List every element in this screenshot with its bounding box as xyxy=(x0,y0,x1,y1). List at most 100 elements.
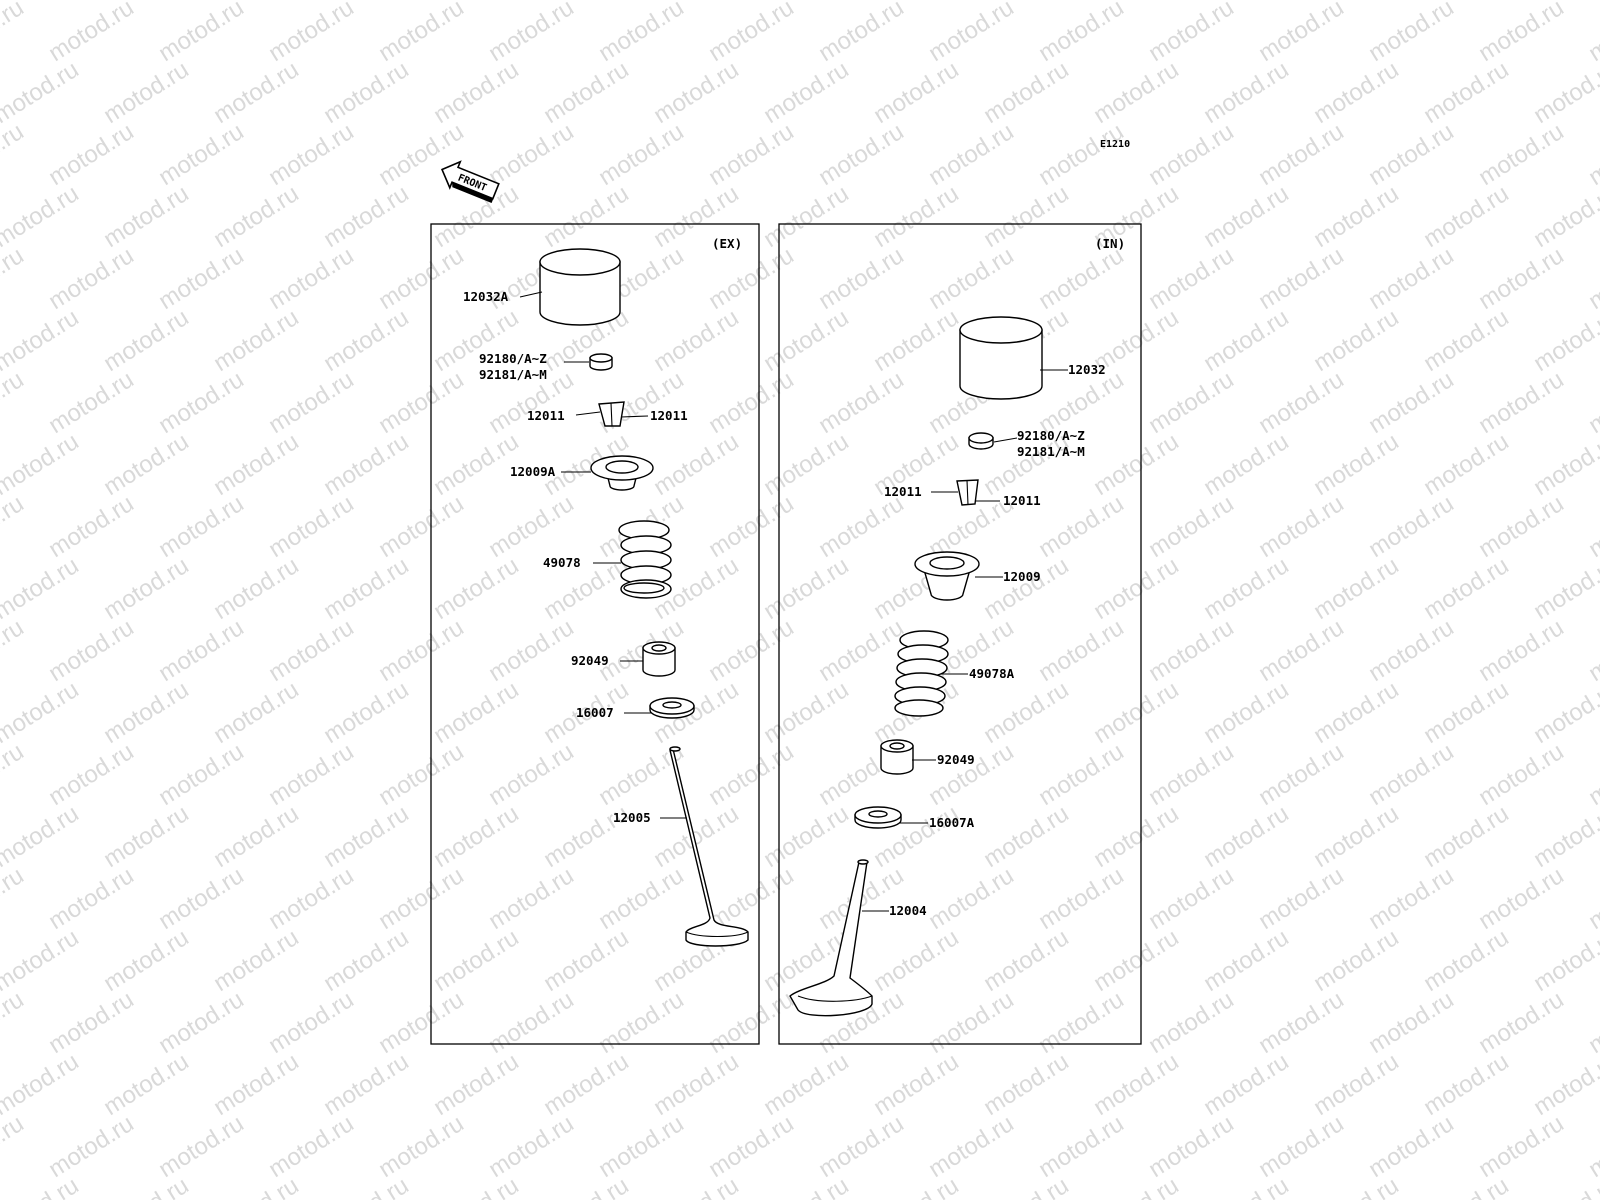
watermark-text: motod.ru xyxy=(814,0,909,67)
watermark-text: motod.ru xyxy=(704,490,799,563)
watermark-text: motod.ru xyxy=(0,0,29,67)
watermark-text: motod.ru xyxy=(1529,56,1600,129)
watermark-text: motod.ru xyxy=(319,304,414,377)
watermark-text: motod.ru xyxy=(649,304,744,377)
in-panel-frame xyxy=(778,223,1142,1045)
watermark-text: motod.ru xyxy=(979,676,1074,749)
watermark-text: motod.ru xyxy=(704,0,799,67)
watermark-text: motod.ru xyxy=(484,490,579,563)
watermark-text: motod.ru xyxy=(539,1048,634,1121)
watermark-text: motod.ru xyxy=(1309,1172,1404,1200)
watermark-text: motod.ru xyxy=(1584,242,1600,315)
watermark-text: motod.ru xyxy=(1474,490,1569,563)
watermark-text: motod.ru xyxy=(209,676,304,749)
watermark-text: motod.ru xyxy=(1584,986,1600,1059)
watermark-text: motod.ru xyxy=(704,738,799,811)
in-label-shim-1: 92180/A~Z xyxy=(1017,428,1085,443)
watermark-text: motod.ru xyxy=(319,1048,414,1121)
watermark-text: motod.ru xyxy=(1364,242,1459,315)
watermark-text: motod.ru xyxy=(1144,1110,1239,1183)
watermark-text: motod.ru xyxy=(1474,0,1569,67)
watermark-text: motod.ru xyxy=(1529,800,1600,873)
watermark-text: motod.ru xyxy=(1474,366,1569,439)
watermark-text: motod.ru xyxy=(1474,242,1569,315)
watermark-text: motod.ru xyxy=(429,552,524,625)
watermark-text: motod.ru xyxy=(1089,1048,1184,1121)
watermark-text: motod.ru xyxy=(814,242,909,315)
watermark-text: motod.ru xyxy=(1144,0,1239,67)
watermark-text: motod.ru xyxy=(539,1172,634,1200)
watermark-text: motod.ru xyxy=(1199,676,1294,749)
watermark-text: motod.ru xyxy=(1419,180,1514,253)
ex-label-collet-2: 12011 xyxy=(650,408,688,423)
watermark-text: motod.ru xyxy=(759,56,854,129)
watermark-text: motod.ru xyxy=(99,180,194,253)
ex-label-spring: 49078 xyxy=(543,555,581,570)
watermark-text: motod.ru xyxy=(1364,738,1459,811)
watermark-text: motod.ru xyxy=(1309,676,1404,749)
in-valve-collet xyxy=(956,479,979,506)
in-valve-spring xyxy=(894,630,949,717)
watermark-text: motod.ru xyxy=(924,862,1019,935)
watermark-text: motod.ru xyxy=(1199,56,1294,129)
watermark-text: motod.ru xyxy=(759,180,854,253)
watermark-text: motod.ru xyxy=(154,242,249,315)
watermark-text: motod.ru xyxy=(429,676,524,749)
watermark-text: motod.ru xyxy=(264,986,359,1059)
watermark-text: motod.ru xyxy=(1474,1110,1569,1183)
watermark-text: motod.ru xyxy=(1309,428,1404,501)
in-label-collet-2: 12011 xyxy=(1003,493,1041,508)
watermark-text: motod.ru xyxy=(1584,738,1600,811)
watermark-text: motod.ru xyxy=(1364,118,1459,191)
watermark-text: motod.ru xyxy=(44,614,139,687)
watermark-text: motod.ru xyxy=(429,924,524,997)
watermark-text: motod.ru xyxy=(319,924,414,997)
watermark-text: motod.ru xyxy=(1089,924,1184,997)
watermark-text: motod.ru xyxy=(539,924,634,997)
in-panel-tag: (IN) xyxy=(1095,236,1125,251)
watermark-text: motod.ru xyxy=(924,242,1019,315)
watermark-text: motod.ru xyxy=(154,1110,249,1183)
watermark-text: motod.ru xyxy=(1089,56,1184,129)
watermark-text: motod.ru xyxy=(979,180,1074,253)
watermark-text: motod.ru xyxy=(0,862,29,935)
watermark-text: motod.ru xyxy=(1584,862,1600,935)
intake-panel: (IN) 12032 92180/A~Z 92181/A~M 12011 120… xyxy=(778,223,1142,1045)
in-spring-seat xyxy=(854,806,902,829)
in-label-spring: 49078A xyxy=(969,666,1015,681)
watermark-text: motod.ru xyxy=(1254,490,1349,563)
watermark-text: motod.ru xyxy=(1034,242,1129,315)
watermark-text: motod.ru xyxy=(649,56,744,129)
watermark-text: motod.ru xyxy=(1309,800,1404,873)
watermark-text: motod.ru xyxy=(44,738,139,811)
watermark-text: motod.ru xyxy=(869,56,964,129)
watermark-text: motod.ru xyxy=(869,304,964,377)
watermark-text: motod.ru xyxy=(594,1110,689,1183)
watermark-text: motod.ru xyxy=(1529,552,1600,625)
watermark-text: motod.ru xyxy=(1199,1172,1294,1200)
watermark-text: motod.ru xyxy=(1529,1172,1600,1200)
watermark-text: motod.ru xyxy=(1309,56,1404,129)
watermark-text: motod.ru xyxy=(264,0,359,67)
watermark-text: motod.ru xyxy=(1254,614,1349,687)
watermark-text: motod.ru xyxy=(1474,986,1569,1059)
watermark-text: motod.ru xyxy=(704,118,799,191)
watermark-text: motod.ru xyxy=(1309,924,1404,997)
front-arrow: FRONT xyxy=(440,160,500,204)
watermark-text: motod.ru xyxy=(1144,366,1239,439)
watermark-text: motod.ru xyxy=(1474,862,1569,935)
ex-label-retainer: 12009A xyxy=(510,464,556,479)
watermark-text: motod.ru xyxy=(154,614,249,687)
watermark-text: motod.ru xyxy=(1144,614,1239,687)
watermark-text: motod.ru xyxy=(814,1110,909,1183)
watermark-text: motod.ru xyxy=(979,924,1074,997)
watermark-text: motod.ru xyxy=(1529,676,1600,749)
watermark-text: motod.ru xyxy=(154,118,249,191)
watermark-text: motod.ru xyxy=(0,614,29,687)
watermark-text: motod.ru xyxy=(1529,304,1600,377)
watermark-text: motod.ru xyxy=(484,118,579,191)
watermark-text: motod.ru xyxy=(759,1048,854,1121)
watermark-text: motod.ru xyxy=(539,56,634,129)
